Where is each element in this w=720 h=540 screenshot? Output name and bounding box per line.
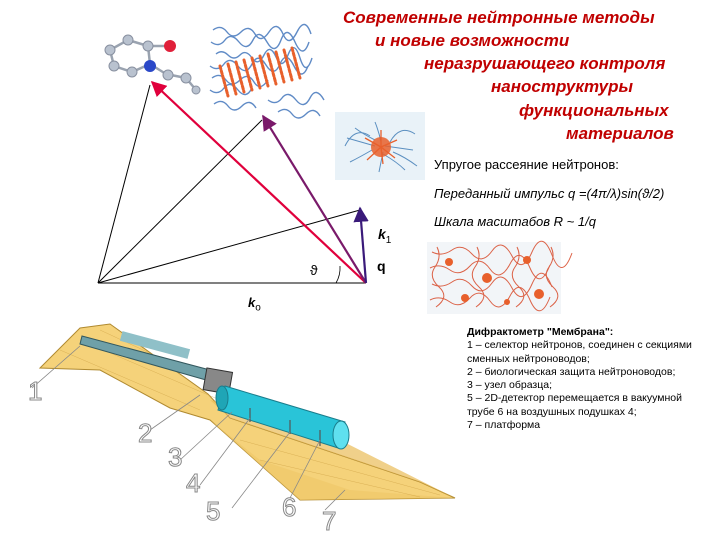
polymer-chains-image <box>208 20 326 120</box>
title-line-3: неразрушающего контроля <box>424 54 666 73</box>
molecule-icon <box>104 34 201 95</box>
title-line-4: наноструктуры <box>491 77 634 96</box>
caption-item-1: 1 – селектор нейтронов, соединен с секци… <box>467 339 692 365</box>
origin-line-2 <box>97 119 263 284</box>
caption-item-5: 5 – 2D-детектор перемещается в вакуумной… <box>467 392 682 418</box>
instrument-number-2: 2 <box>137 418 153 449</box>
caption-item-7: 7 – платформа <box>467 419 541 432</box>
elastic-heading: Упругое рассеяние нейтронов: <box>434 157 619 172</box>
diffractometer-illustration <box>31 323 456 511</box>
instrument-number-5: 5 <box>205 496 221 527</box>
q-vector-purple <box>262 114 367 284</box>
q-vector-dark <box>353 206 369 284</box>
title-line-6: материалов <box>566 124 674 143</box>
scale-formula: Шкала масштабов R ~ 1/q <box>434 214 596 229</box>
origin-line-1 <box>97 84 151 284</box>
instrument-number-1: 1 <box>27 376 43 407</box>
q-label: q <box>377 258 386 274</box>
diffractometer-caption: Дифрактометр "Мембрана": 1 – селектор не… <box>467 326 707 432</box>
instrument-number-3: 3 <box>167 442 183 473</box>
instrument-number-7: 7 <box>321 506 337 537</box>
theta-label: ϑ <box>310 262 318 278</box>
caption-item-2: 2 – биологическая защита нейтроноводов; <box>467 365 676 378</box>
caption-title: Дифрактометр "Мембрана": <box>467 326 614 338</box>
k0-label: ko <box>248 295 261 314</box>
theta-arc <box>335 265 341 284</box>
title-line-1: Современные нейтронные методы <box>343 8 655 27</box>
instrument-number-6: 6 <box>281 492 297 523</box>
instrument-number-4: 4 <box>185 468 201 499</box>
momentum-formula: Переданный импульс q =(4π/λ)sin(ϑ/2) <box>434 186 665 201</box>
network-image <box>427 240 573 314</box>
origin-line-3 <box>97 209 361 284</box>
q-vector-red <box>150 80 367 284</box>
title-line-2: и новые возможности <box>375 31 570 50</box>
title-line-5: функциональных <box>519 101 669 120</box>
caption-item-3: 3 – узел образца; <box>467 379 552 392</box>
k1-label: k1 <box>378 226 392 246</box>
micelle-image <box>335 112 425 180</box>
